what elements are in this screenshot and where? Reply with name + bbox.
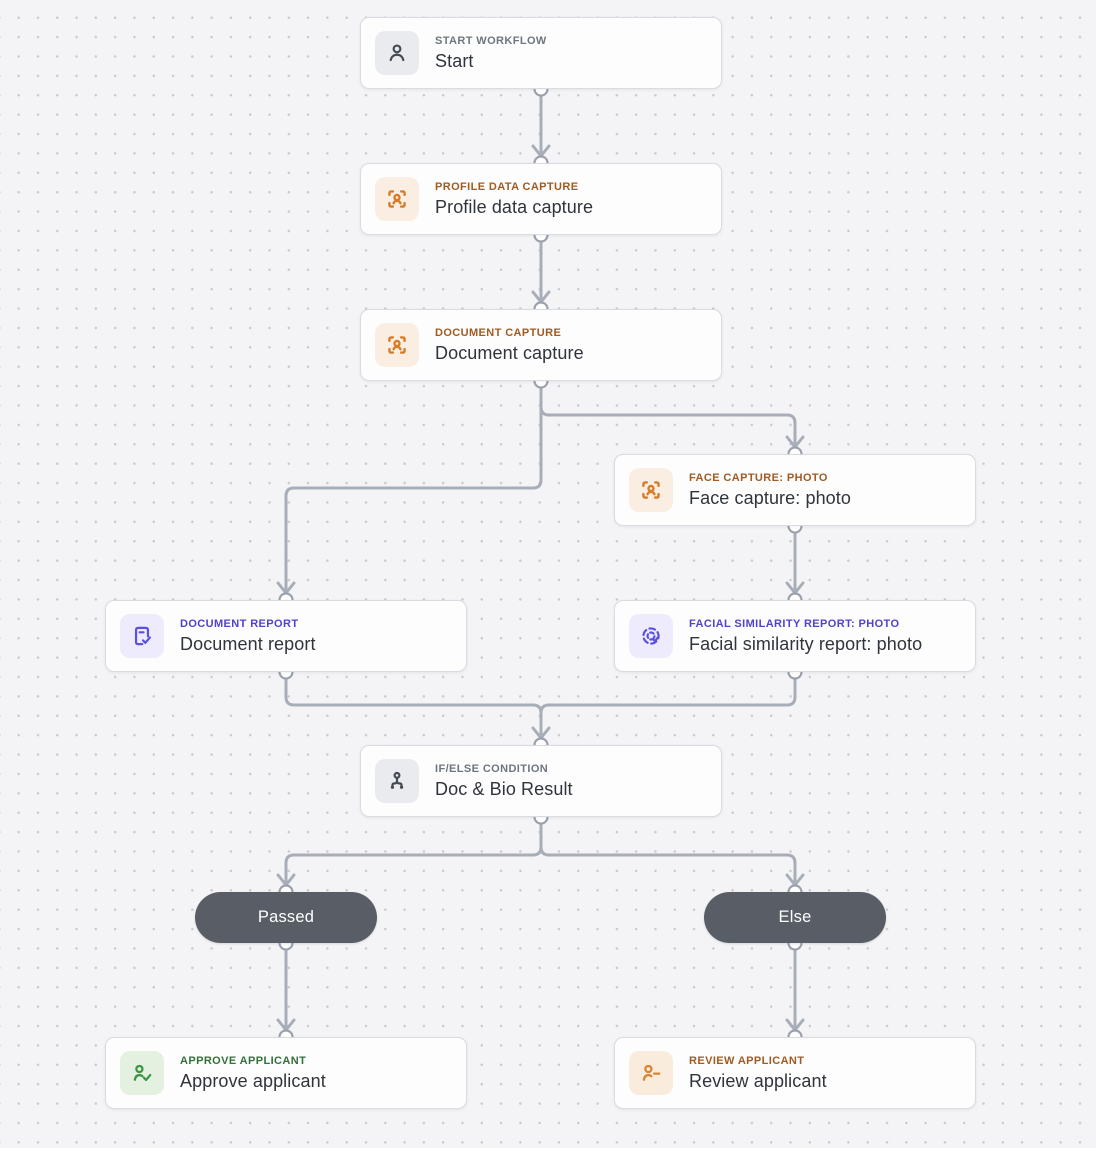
edge-ifelse-else	[539, 821, 797, 883]
user-check-icon	[120, 1051, 164, 1095]
edge-docreport-ifelse	[284, 676, 543, 736]
arrowhead-icon	[531, 144, 551, 158]
node-title: Document report	[180, 633, 316, 654]
user-minus-icon	[629, 1051, 673, 1095]
capture-frame-icon	[375, 177, 419, 221]
node-category: REVIEW APPLICANT	[689, 1054, 805, 1067]
user-icon	[375, 31, 419, 75]
node-approve-applicant[interactable]: APPROVE APPLICANT Approve applicant	[105, 1037, 467, 1109]
node-title: Profile data capture	[435, 196, 594, 217]
arrowhead-icon	[276, 1018, 296, 1032]
node-title: Review applicant	[689, 1070, 827, 1091]
arrowhead-icon	[531, 726, 551, 740]
node-profile-data-capture[interactable]: PROFILE DATA CAPTURE Profile data captur…	[360, 163, 722, 235]
edge-doccapture-facecapture	[539, 385, 797, 445]
arrowhead-icon	[785, 435, 805, 449]
node-start-workflow[interactable]: START WORKFLOW Start	[360, 17, 722, 89]
arrowhead-icon	[785, 873, 805, 887]
node-category: IF/ELSE CONDITION	[435, 762, 549, 775]
node-title: Start	[435, 50, 474, 71]
node-if-else-condition[interactable]: IF/ELSE CONDITION Doc & Bio Result	[360, 745, 722, 817]
branch-split-icon	[375, 759, 419, 803]
branch-label: Passed	[257, 908, 315, 926]
arrowhead-icon	[785, 581, 805, 595]
node-category: DOCUMENT CAPTURE	[435, 326, 562, 339]
node-category: START WORKFLOW	[435, 34, 547, 47]
node-title: Doc & Bio Result	[435, 778, 573, 799]
node-category: PROFILE DATA CAPTURE	[435, 180, 579, 193]
arrowhead-icon	[531, 290, 551, 304]
node-title: Approve applicant	[180, 1070, 326, 1091]
capture-frame-icon	[375, 323, 419, 367]
node-category: DOCUMENT REPORT	[180, 617, 299, 630]
edge-facialsim-ifelse	[539, 676, 797, 715]
arrowhead-icon	[276, 581, 296, 595]
arrowhead-icon	[276, 873, 296, 887]
node-category: FACE CAPTURE: PHOTO	[689, 471, 828, 484]
capture-frame-icon	[629, 468, 673, 512]
arrowhead-icon	[785, 1018, 805, 1032]
edge-ifelse-passed	[284, 821, 543, 883]
node-document-report[interactable]: DOCUMENT REPORT Document report	[105, 600, 467, 672]
document-check-icon	[120, 614, 164, 658]
node-title: Facial similarity report: photo	[689, 633, 923, 654]
node-category: APPROVE APPLICANT	[180, 1054, 307, 1067]
face-match-check-icon	[629, 614, 673, 658]
node-facial-similarity-report[interactable]: FACIAL SIMILARITY REPORT: PHOTO Facial s…	[614, 600, 976, 672]
edge-doccapture-docreport	[284, 385, 543, 591]
node-category: FACIAL SIMILARITY REPORT: PHOTO	[689, 617, 900, 630]
branch-label: Else	[778, 908, 812, 926]
node-review-applicant[interactable]: REVIEW APPLICANT Review applicant	[614, 1037, 976, 1109]
node-face-capture-photo[interactable]: FACE CAPTURE: PHOTO Face capture: photo	[614, 454, 976, 526]
node-document-capture[interactable]: DOCUMENT CAPTURE Document capture	[360, 309, 722, 381]
canvas-bottom-edge	[0, 1148, 1096, 1161]
node-title: Document capture	[435, 342, 584, 363]
branch-pill-else[interactable]: Else	[704, 892, 886, 943]
branch-pill-passed[interactable]: Passed	[195, 892, 377, 943]
node-title: Face capture: photo	[689, 487, 852, 508]
